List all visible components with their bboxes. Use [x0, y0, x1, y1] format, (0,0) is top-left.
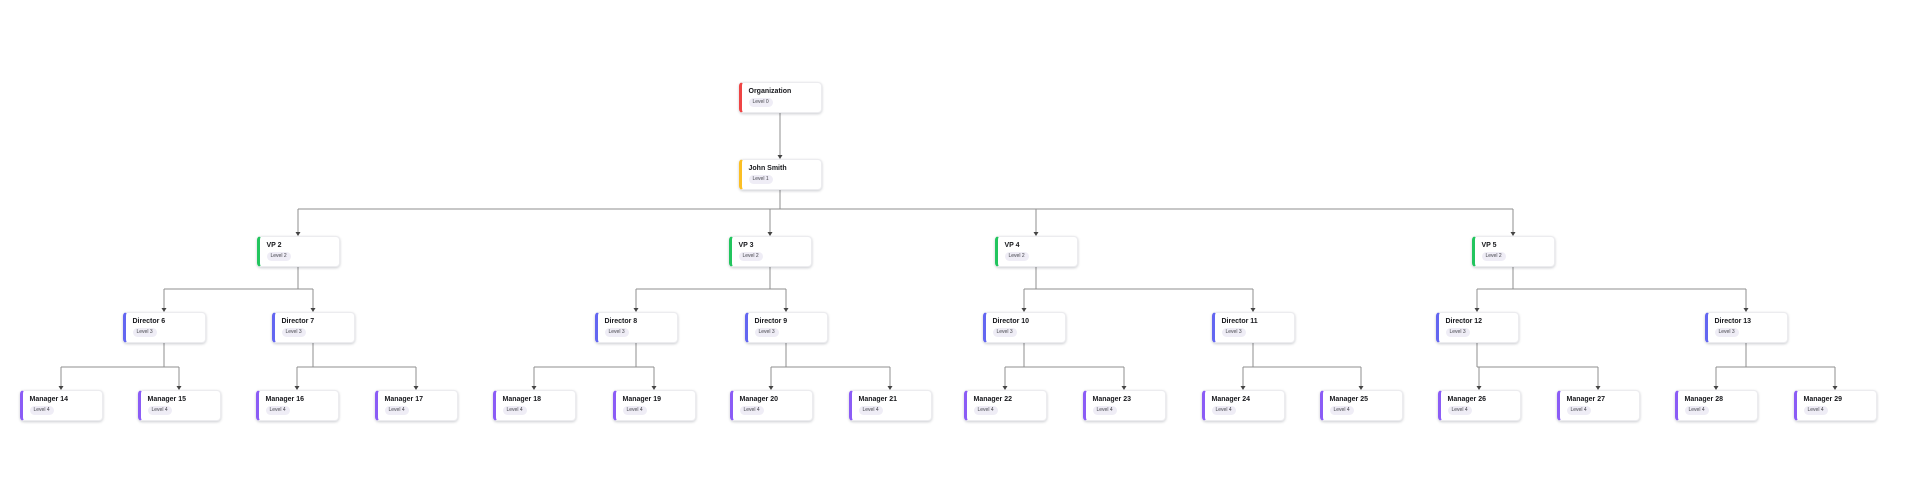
- org-node-manager-26[interactable]: Manager 26 Level 4: [1437, 390, 1521, 421]
- org-node-director-8[interactable]: Director 8 Level 3: [594, 312, 678, 343]
- node-title: Manager 27: [1566, 396, 1606, 403]
- node-title: VP 5: [1481, 242, 1497, 249]
- node-title: Manager 16: [265, 396, 305, 403]
- org-node-manager-15[interactable]: Manager 15 Level 4: [137, 390, 221, 421]
- node-level-badge: Level 4: [622, 406, 647, 415]
- node-title: VP 4: [1004, 242, 1020, 249]
- node-level-badge: Level 4: [1211, 406, 1236, 415]
- node-title: Manager 22: [973, 396, 1013, 403]
- node-title: Director 10: [992, 318, 1030, 325]
- org-node-manager-14[interactable]: Manager 14 Level 4: [19, 390, 103, 421]
- node-title: Manager 19: [622, 396, 662, 403]
- org-node-manager-28[interactable]: Manager 28 Level 4: [1674, 390, 1758, 421]
- org-node-director-11[interactable]: Director 11 Level 3: [1211, 312, 1295, 343]
- org-node-manager-23[interactable]: Manager 23 Level 4: [1082, 390, 1166, 421]
- connector-arrowhead-icons: [58, 155, 1838, 390]
- connector-edge-lines: [60, 113, 1836, 387]
- node-title: Manager 29: [1803, 396, 1843, 403]
- org-node-manager-22[interactable]: Manager 22 Level 4: [963, 390, 1047, 421]
- node-title: Manager 14: [29, 396, 69, 403]
- org-node-vp-2[interactable]: VP 2 Level 2: [256, 236, 340, 267]
- node-level-badge: Level 4: [265, 406, 290, 415]
- node-title: Manager 28: [1684, 396, 1724, 403]
- org-node-director-9[interactable]: Director 9 Level 3: [744, 312, 828, 343]
- node-level-badge: Level 3: [1714, 328, 1739, 337]
- node-level-badge: Level 4: [1803, 406, 1828, 415]
- org-node-manager-25[interactable]: Manager 25 Level 4: [1319, 390, 1403, 421]
- org-node-manager-24[interactable]: Manager 24 Level 4: [1201, 390, 1285, 421]
- node-title: VP 2: [266, 242, 282, 249]
- org-node-manager-20[interactable]: Manager 20 Level 4: [729, 390, 813, 421]
- node-title: Manager 25: [1329, 396, 1369, 403]
- org-node-director-6[interactable]: Director 6 Level 3: [122, 312, 206, 343]
- node-level-badge: Level 4: [1566, 406, 1591, 415]
- node-level-badge: Level 3: [604, 328, 629, 337]
- node-level-badge: Level 4: [739, 406, 764, 415]
- org-node-director-10[interactable]: Director 10 Level 3: [982, 312, 1066, 343]
- node-title: John Smith: [748, 165, 787, 172]
- org-node-manager-19[interactable]: Manager 19 Level 4: [612, 390, 696, 421]
- org-node-manager-18[interactable]: Manager 18 Level 4: [492, 390, 576, 421]
- node-title: Director 11: [1221, 318, 1258, 325]
- org-node-vp-3[interactable]: VP 3 Level 2: [728, 236, 812, 267]
- node-level-badge: Level 3: [281, 328, 306, 337]
- org-node-director-12[interactable]: Director 12 Level 3: [1435, 312, 1519, 343]
- node-title: Manager 17: [384, 396, 424, 403]
- node-level-badge: Level 3: [754, 328, 779, 337]
- org-node-manager-27[interactable]: Manager 27 Level 4: [1556, 390, 1640, 421]
- node-level-badge: Level 4: [1329, 406, 1354, 415]
- node-level-badge: Level 1: [748, 175, 773, 184]
- node-level-badge: Level 4: [858, 406, 883, 415]
- node-level-badge: Level 4: [147, 406, 172, 415]
- node-title: Manager 18: [502, 396, 542, 403]
- node-level-badge: Level 2: [738, 252, 763, 261]
- node-level-badge: Level 3: [1445, 328, 1470, 337]
- node-level-badge: Level 4: [384, 406, 409, 415]
- node-title: Manager 20: [739, 396, 779, 403]
- node-level-badge: Level 2: [1004, 252, 1029, 261]
- node-level-badge: Level 2: [266, 252, 291, 261]
- node-title: Organization: [748, 88, 792, 95]
- node-title: Director 8: [604, 318, 638, 325]
- node-title: Manager 21: [858, 396, 898, 403]
- node-title: Director 6: [132, 318, 166, 325]
- node-level-badge: Level 4: [1684, 406, 1709, 415]
- org-node-manager-21[interactable]: Manager 21 Level 4: [848, 390, 932, 421]
- org-node-vp-5[interactable]: VP 5 Level 2: [1471, 236, 1555, 267]
- org-node-director-7[interactable]: Director 7 Level 3: [271, 312, 355, 343]
- node-level-badge: Level 4: [1447, 406, 1472, 415]
- node-level-badge: Level 4: [1092, 406, 1117, 415]
- node-level-badge: Level 3: [1221, 328, 1246, 337]
- node-title: VP 3: [738, 242, 754, 249]
- node-title: Manager 23: [1092, 396, 1132, 403]
- org-node-manager-17[interactable]: Manager 17 Level 4: [374, 390, 458, 421]
- node-title: Manager 15: [147, 396, 187, 403]
- node-level-badge: Level 0: [748, 98, 773, 107]
- org-node-manager-16[interactable]: Manager 16 Level 4: [255, 390, 339, 421]
- node-level-badge: Level 4: [973, 406, 998, 415]
- node-title: Director 13: [1714, 318, 1752, 325]
- node-level-badge: Level 3: [132, 328, 157, 337]
- node-level-badge: Level 4: [502, 406, 527, 415]
- node-title: Director 12: [1445, 318, 1483, 325]
- node-level-badge: Level 3: [992, 328, 1017, 337]
- org-node-director-13[interactable]: Director 13 Level 3: [1704, 312, 1788, 343]
- node-title: Director 7: [281, 318, 315, 325]
- node-level-badge: Level 4: [29, 406, 54, 415]
- node-title: Manager 24: [1211, 396, 1251, 403]
- org-node-vp-4[interactable]: VP 4 Level 2: [994, 236, 1078, 267]
- node-title: Manager 26: [1447, 396, 1487, 403]
- node-title: Director 9: [754, 318, 788, 325]
- node-level-badge: Level 2: [1481, 252, 1506, 261]
- org-node-manager-29[interactable]: Manager 29 Level 4: [1793, 390, 1877, 421]
